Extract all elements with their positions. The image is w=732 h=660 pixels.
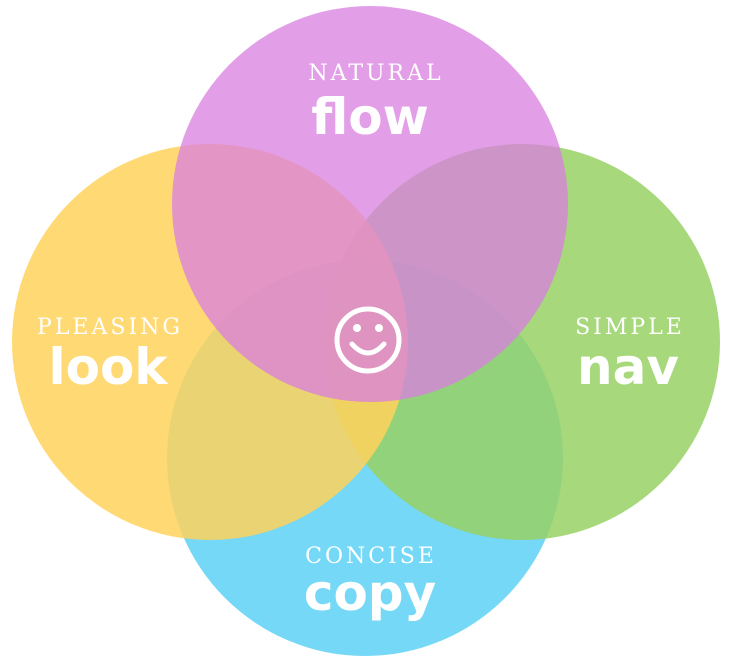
circles-group [12, 6, 720, 656]
label-simple: SIMPLE [575, 315, 685, 340]
label-pleasing: PLEASING [37, 315, 183, 340]
label-nav-group: SIMPLE nav [575, 315, 685, 396]
smiley-face-icon [334, 306, 402, 374]
label-flow: flow [311, 88, 429, 146]
label-copy-group: CONCISE copy [304, 544, 437, 622]
label-nav: nav [577, 338, 679, 396]
label-natural: NATURAL [308, 61, 443, 86]
label-look: look [48, 338, 169, 396]
label-concise: CONCISE [305, 544, 437, 569]
label-flow-group: NATURAL flow [308, 61, 443, 146]
label-look-group: PLEASING look [37, 315, 183, 396]
circle-natural-flow [172, 6, 568, 402]
label-copy: copy [304, 564, 436, 622]
